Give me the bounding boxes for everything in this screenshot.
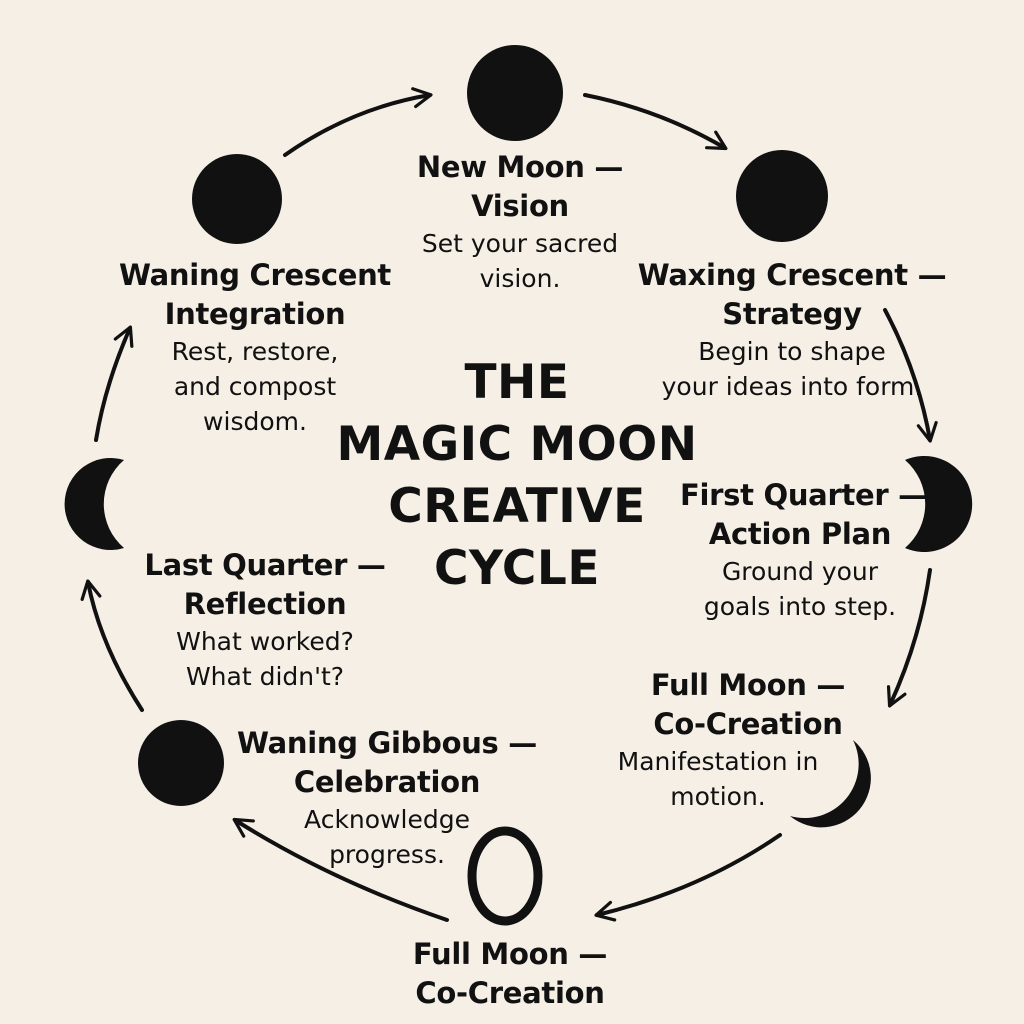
arrow-last-quarter-to-waning-crescent bbox=[94, 325, 134, 442]
phase-description: progress. bbox=[329, 840, 445, 869]
phase-title: Reflection bbox=[183, 587, 347, 621]
arrow-new-moon-to-waxing-crescent bbox=[583, 93, 728, 151]
full-moon-bottom-moon-icon bbox=[467, 826, 543, 926]
phase-title: First Quarter — bbox=[680, 478, 927, 512]
phase-description: vision. bbox=[479, 264, 561, 293]
phase-title: Celebration bbox=[293, 765, 481, 799]
phase-description: Acknowledge bbox=[304, 805, 470, 834]
phase-last-quarter: Last Quarter — Reflection What worked? W… bbox=[140, 546, 390, 694]
arrow-waning-gibbous-to-last-quarter bbox=[80, 579, 144, 712]
diagram-title: THE MAGIC MOON CREATIVE CYCLE bbox=[312, 352, 722, 600]
new-moon-icon bbox=[467, 45, 563, 141]
phase-title: New Moon — bbox=[416, 150, 624, 184]
phase-title: Strategy bbox=[722, 297, 862, 331]
phase-title: Waxing Crescent — bbox=[637, 258, 947, 292]
arrow-waxing-crescent-to-first-quarter bbox=[883, 308, 938, 443]
phase-description: Begin to shape bbox=[698, 337, 886, 366]
first-quarter-moon-icon bbox=[905, 456, 973, 552]
phase-description: What worked? bbox=[176, 627, 354, 656]
phase-description: motion. bbox=[670, 782, 766, 811]
phase-description: What didn't? bbox=[185, 662, 345, 691]
phase-waning-gibbous: Waning Gibbous — Celebration Acknowledge… bbox=[232, 724, 542, 872]
phase-description: your ideas into form. bbox=[661, 372, 923, 401]
phase-description: wisdom. bbox=[203, 407, 307, 436]
phase-new-moon: New Moon — Vision Set your sacred vision… bbox=[390, 148, 650, 296]
waning-gibbous-moon-icon bbox=[138, 720, 224, 806]
phase-title: Last Quarter — bbox=[144, 548, 386, 582]
phase-title: Full Moon — bbox=[412, 937, 608, 971]
phase-title: Action Plan bbox=[708, 517, 892, 551]
full-moon-right-moon-icon bbox=[790, 740, 871, 828]
last-quarter-moon-icon bbox=[64, 458, 124, 550]
phase-title: Waning Gibbous — bbox=[237, 726, 537, 760]
phase-first-quarter: First Quarter — Action Plan Ground your … bbox=[680, 476, 927, 624]
phase-full-moon-bottom: Full Moon — Co-Creation bbox=[390, 935, 630, 1013]
title-line: CREATIVE bbox=[388, 479, 646, 534]
phase-description: Ground your bbox=[721, 557, 879, 586]
phase-title: Co-Creation bbox=[415, 976, 605, 1010]
phase-description: goals into step. bbox=[703, 592, 897, 621]
arrow-full-moon-to-full-moon-bottom bbox=[594, 833, 782, 922]
phase-title: Waning Crescent bbox=[119, 258, 391, 292]
phase-title: Full Moon — bbox=[650, 668, 846, 702]
phase-waning-crescent: Waning Crescent Integration Rest, restor… bbox=[105, 256, 405, 439]
title-line: MAGIC MOON bbox=[336, 417, 698, 472]
arrow-waning-crescent-to-new-moon bbox=[283, 87, 433, 157]
waxing-crescent-moon-icon bbox=[736, 150, 828, 242]
phase-title: Integration bbox=[164, 297, 346, 331]
phase-description: Manifestation in bbox=[617, 747, 819, 776]
waning-crescent-moon-icon bbox=[192, 154, 282, 244]
phase-description: and compost bbox=[173, 372, 337, 401]
arrow-full-moon-bottom-to-waning-gibbous bbox=[232, 817, 449, 922]
title-line: THE bbox=[464, 355, 570, 410]
phase-title: Vision bbox=[471, 189, 569, 223]
phase-title: Co-Creation bbox=[653, 707, 843, 741]
phase-description: Set your sacred bbox=[421, 229, 619, 258]
phase-description: Rest, restore, bbox=[171, 337, 339, 366]
phase-full-moon-right: Full Moon — Co-Creation Manifestation in… bbox=[568, 666, 868, 814]
phase-waxing-crescent: Waxing Crescent — Strategy Begin to shap… bbox=[632, 256, 952, 404]
arrow-first-quarter-to-full-moon bbox=[886, 568, 932, 708]
title-line: CYCLE bbox=[434, 541, 600, 596]
